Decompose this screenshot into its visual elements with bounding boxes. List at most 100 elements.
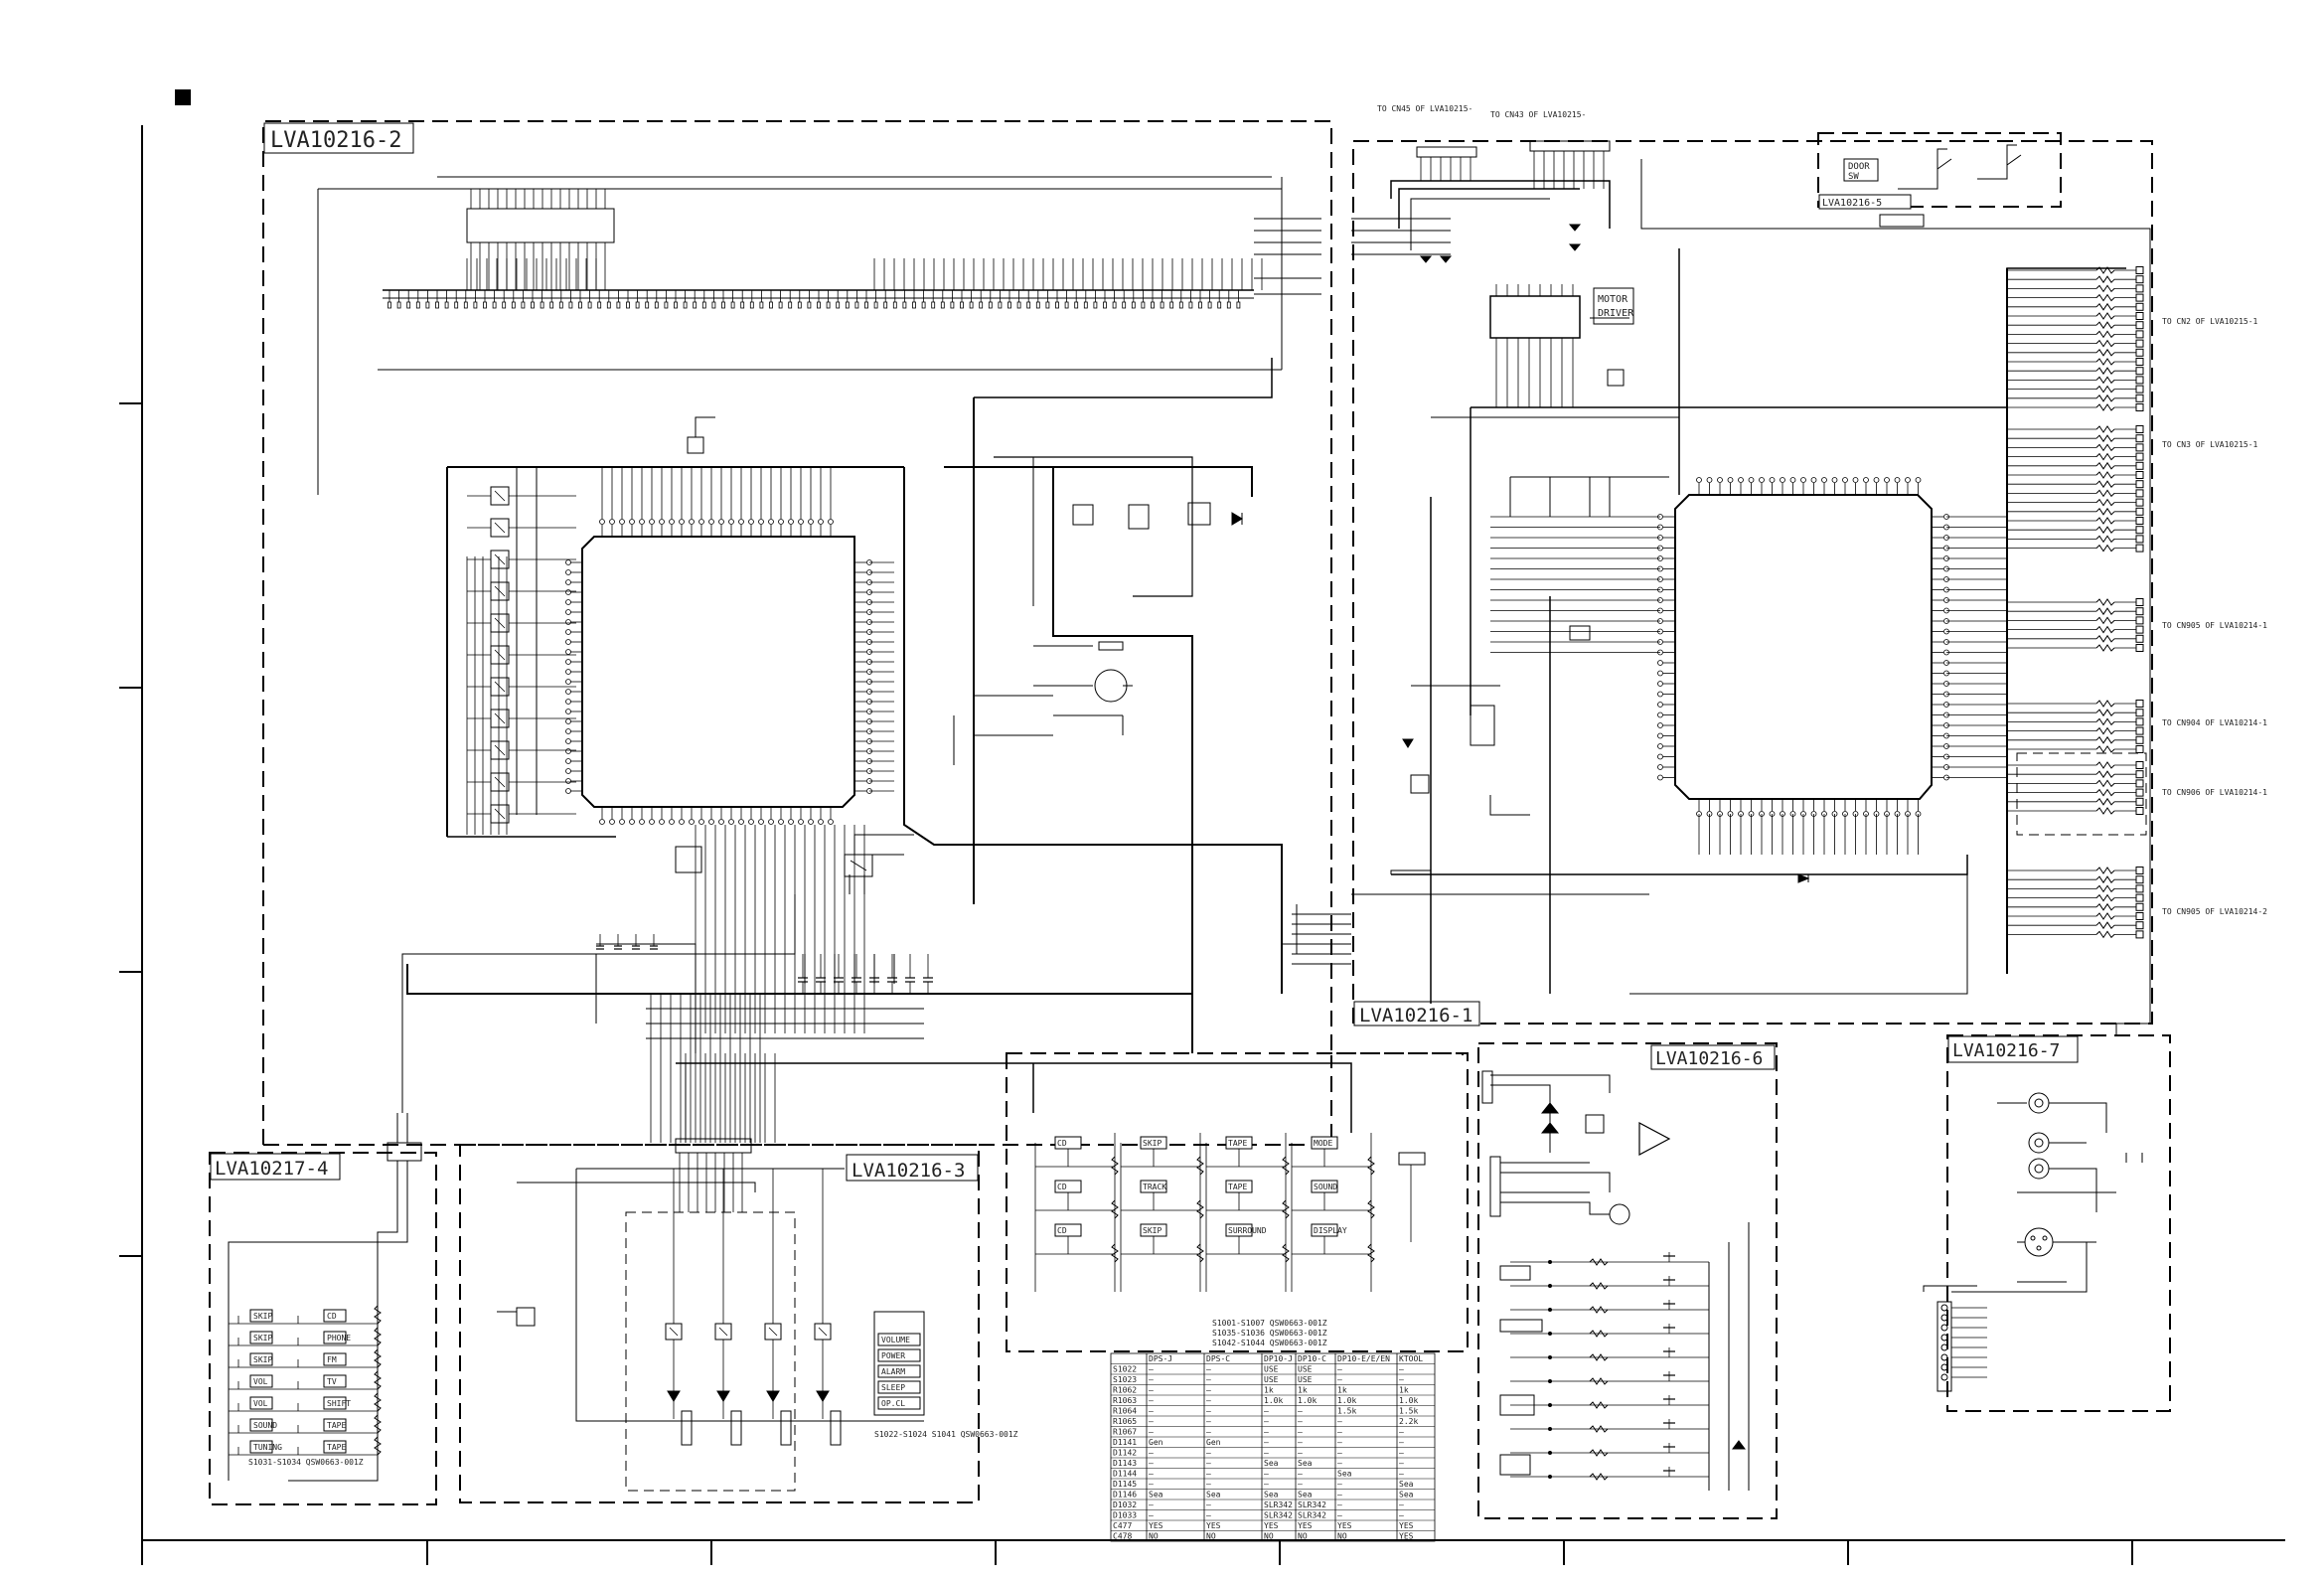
pin-pad (817, 301, 821, 309)
pin-pad (1905, 477, 1911, 483)
resistor (374, 1305, 382, 1325)
table-header-cell: KTOOL (1399, 1354, 1423, 1363)
conn-pin (2135, 517, 2144, 525)
table-cell: YES (1264, 1521, 1279, 1530)
pin-pad (565, 619, 571, 625)
key-label: VOLUME (881, 1336, 910, 1344)
table-cell: D1142 (1113, 1449, 1137, 1458)
pin-pad (396, 301, 401, 309)
table-cell: YES (1298, 1521, 1313, 1530)
table-cell: — (1264, 1428, 1269, 1437)
pin-pad (740, 301, 745, 309)
door-switch-label-1: DOOR (1848, 162, 1870, 172)
key-label: MODE (1314, 1139, 1332, 1148)
conn-pin (2135, 607, 2144, 616)
pin-pad (1188, 301, 1193, 309)
pin-pad (599, 519, 605, 525)
conn-pin (2135, 471, 2144, 479)
pin-pad (998, 301, 1003, 309)
key-switch-box (249, 1396, 273, 1410)
conn-pin (2135, 489, 2144, 498)
led-label-box (730, 1410, 742, 1446)
pin-pad (1884, 477, 1890, 483)
pin-pad (1940, 1373, 1948, 1381)
wiring-main (401, 358, 1352, 1143)
table-cell: — (1149, 1407, 1154, 1416)
board-label-b3: LVA10216-3 (852, 1160, 965, 1182)
key-label: VOL (253, 1399, 268, 1408)
pin-pad (454, 301, 459, 309)
resistor (2095, 284, 2115, 293)
pin-pad (798, 519, 804, 525)
pin-pad (728, 519, 734, 525)
resistor (2095, 517, 2115, 525)
pin-pad (1894, 477, 1901, 483)
key-label: OP.CL (881, 1399, 905, 1408)
table-cell: D1145 (1113, 1480, 1137, 1489)
pin-pad (619, 819, 625, 825)
table-cell: — (1399, 1511, 1404, 1520)
conn-pin (2135, 275, 2144, 284)
board-b3-outline (459, 1144, 980, 1503)
key-label: ALARM (881, 1367, 905, 1376)
conn-pin (2135, 726, 2144, 735)
conn-pin (2135, 709, 2144, 717)
pin-pad (1207, 301, 1212, 309)
conn-pin (2135, 884, 2144, 893)
table-cell: — (1337, 1417, 1342, 1426)
pin-pad (649, 519, 655, 525)
node-dot (1548, 1284, 1552, 1288)
table-cell: SLR342 (1264, 1500, 1293, 1509)
resistor (2095, 902, 2115, 911)
table-cell: D1033 (1113, 1511, 1137, 1520)
table-cell: — (1298, 1407, 1303, 1416)
part-notes: S1031-S1034 QSW0663-001Z S1022-S1024 S10… (248, 1319, 1327, 1467)
conn-pin (2135, 634, 2144, 643)
pin-pad (565, 679, 571, 685)
resistor (2095, 367, 2115, 376)
led-symbol (766, 1390, 780, 1402)
key-switch-box (323, 1396, 347, 1410)
table-cell: — (1149, 1449, 1154, 1458)
table-cell: — (1206, 1480, 1211, 1489)
resistor (2095, 625, 2115, 634)
pin-pad (902, 301, 907, 309)
pin-pad (708, 819, 714, 825)
resistor (1589, 1282, 1609, 1290)
pin-pad (730, 301, 735, 309)
pin-pad (473, 301, 478, 309)
pin-pad (502, 301, 507, 309)
resistor (374, 1436, 382, 1456)
conn-pin (2135, 461, 2144, 470)
pin-pad (836, 301, 841, 309)
resistor (2095, 700, 2115, 708)
resistor (2095, 875, 2115, 884)
pin-pad (626, 301, 630, 309)
conn-pin (2135, 745, 2144, 753)
board-labels: LVA10216-2 LVA10216-1 LVA10217-4 LVA1021… (210, 122, 2079, 1182)
table-cell: 1k (1264, 1386, 1274, 1395)
resistor (2095, 717, 2115, 726)
board-label-b1: LVA10216-1 (1359, 1005, 1472, 1026)
resistor (1589, 1306, 1609, 1314)
pin-pad (1657, 670, 1663, 677)
resistor (1589, 1377, 1609, 1385)
pin-pad (718, 519, 724, 525)
table-cell: SLR342 (1298, 1511, 1326, 1520)
table-cell: — (1206, 1375, 1211, 1384)
pin-pad (931, 301, 936, 309)
resistor (2095, 403, 2115, 411)
pin-pad (738, 519, 744, 525)
conn-pin (2135, 330, 2144, 339)
pin-pad (565, 639, 571, 645)
table-cell: 1.0k (1298, 1396, 1317, 1405)
conn-pin (2135, 535, 2144, 544)
resistor (1589, 1449, 1609, 1457)
resistor (2095, 443, 2115, 452)
pin-pad (1198, 301, 1202, 309)
conn-pin (2135, 893, 2144, 902)
pin-pad (748, 819, 754, 825)
table-cell: — (1206, 1449, 1211, 1458)
resistor (2095, 452, 2115, 461)
